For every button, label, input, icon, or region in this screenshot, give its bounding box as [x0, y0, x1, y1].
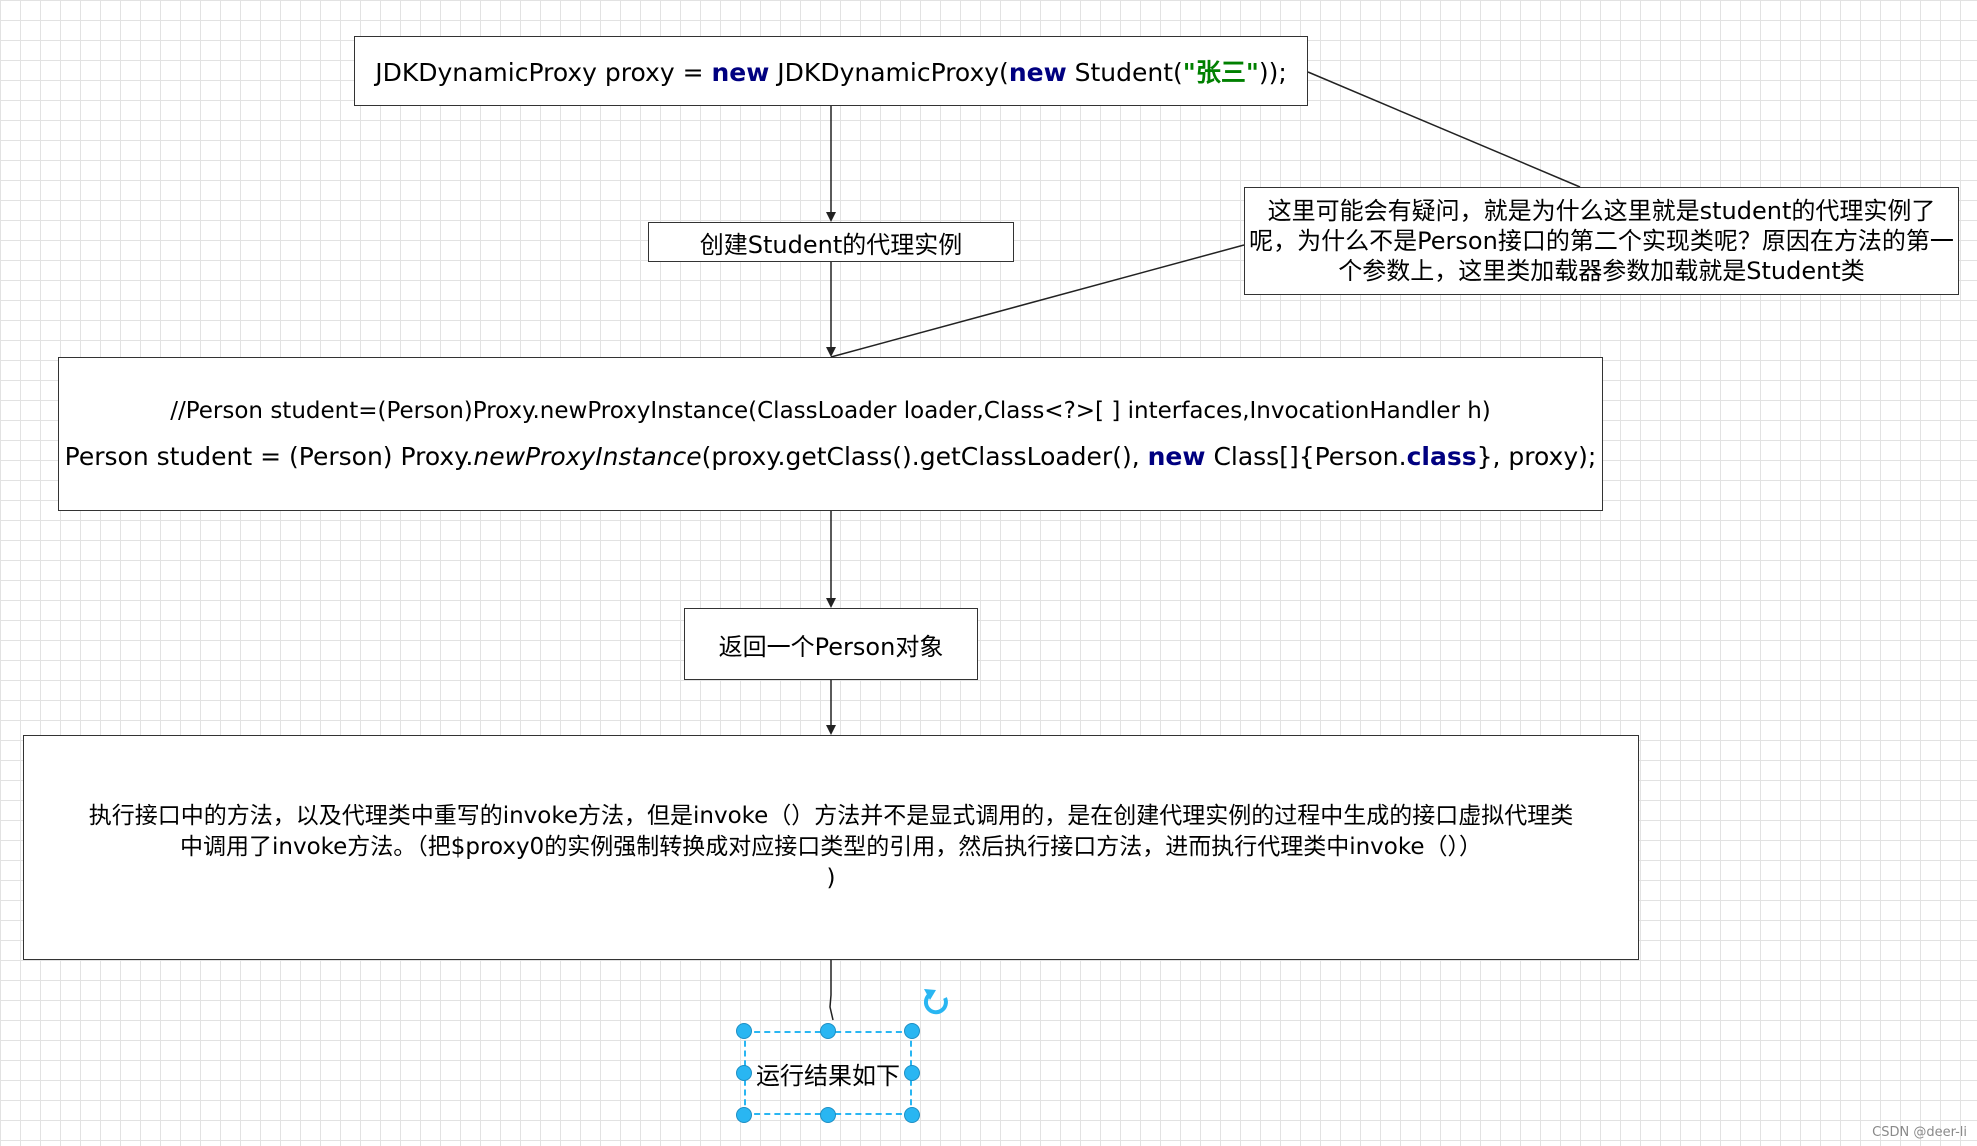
code-end: ));	[1258, 58, 1287, 87]
resize-handle-top-left[interactable]	[736, 1023, 752, 1039]
code-segment: }, proxy);	[1476, 441, 1597, 471]
keyword-new: new	[1147, 441, 1206, 471]
resize-handle-middle-left[interactable]	[736, 1065, 752, 1081]
code-class: JDKDynamicProxy(	[777, 58, 1009, 87]
resize-handle-bottom-left[interactable]	[736, 1107, 752, 1123]
return-person-box[interactable]: 返回一个Person对象	[684, 608, 978, 680]
create-proxy-box[interactable]: 创建Student的代理实例	[648, 222, 1014, 262]
resize-handle-bottom-right[interactable]	[904, 1107, 920, 1123]
signature-comment: //Person student=(Person)Proxy.newProxyI…	[170, 397, 1491, 424]
resize-handle-bottom-middle[interactable]	[820, 1107, 836, 1123]
code-segment: (proxy.getClass().getClassLoader(),	[701, 441, 1140, 471]
new-proxy-instance-code: Person student = (Person) Proxy.newProxy…	[65, 442, 1597, 471]
invoke-description-line: )	[826, 865, 836, 891]
keyword-class: class	[1406, 441, 1477, 471]
keyword-new: new	[1008, 58, 1067, 87]
return-person-label: 返回一个Person对象	[718, 632, 944, 661]
invoke-description-box[interactable]: 执行接口中的方法，以及代理类中重写的invoke方法，但是invoke（）方法并…	[23, 735, 1639, 960]
code-argument: Student(	[1074, 58, 1183, 87]
note-link-line-2	[830, 244, 1245, 358]
edge-invoke-to-result	[829, 960, 834, 1021]
code-operator: =	[682, 58, 704, 87]
resize-handle-middle-right[interactable]	[904, 1065, 920, 1081]
create-proxy-label: 创建Student的代理实例	[699, 230, 963, 259]
resize-handle-top-middle[interactable]	[820, 1023, 836, 1039]
note-box[interactable]: 这里可能会有疑问，就是为什么这里就是student的代理实例了呢，为什么不是Pe…	[1244, 187, 1959, 295]
invoke-description-line: 执行接口中的方法，以及代理类中重写的invoke方法，但是invoke（）方法并…	[88, 803, 1574, 829]
note-text: 这里可能会有疑问，就是为什么这里就是student的代理实例了呢，为什么不是Pe…	[1249, 197, 1954, 285]
result-box[interactable]: 运行结果如下	[744, 1031, 912, 1115]
code-method: newProxyInstance	[473, 441, 702, 471]
proxy-declaration-box[interactable]: JDKDynamicProxy proxy = new JDKDynamicPr…	[354, 36, 1308, 106]
new-proxy-instance-box[interactable]: //Person student=(Person)Proxy.newProxyI…	[58, 357, 1603, 511]
result-label: 运行结果如下	[756, 1061, 900, 1090]
code-segment: Class[]{Person.	[1213, 441, 1407, 471]
invoke-description-line: 中调用了invoke方法。（把$proxy0的实例强制转换成对应接口类型的引用，…	[179, 834, 1482, 860]
code-segment: Person student = (Person) Proxy.	[64, 441, 474, 471]
watermark: CSDN @deer-li	[1872, 1125, 1967, 1140]
proxy-declaration-code: JDKDynamicProxy proxy = new JDKDynamicPr…	[375, 53, 1287, 89]
code-identifier: JDKDynamicProxy proxy	[375, 58, 675, 87]
string-literal: "张三"	[1182, 58, 1259, 87]
resize-handle-top-right[interactable]	[904, 1023, 920, 1039]
note-link-line	[1307, 71, 1581, 188]
keyword-new: new	[711, 58, 770, 87]
rotate-handle-icon[interactable]	[923, 989, 948, 1015]
